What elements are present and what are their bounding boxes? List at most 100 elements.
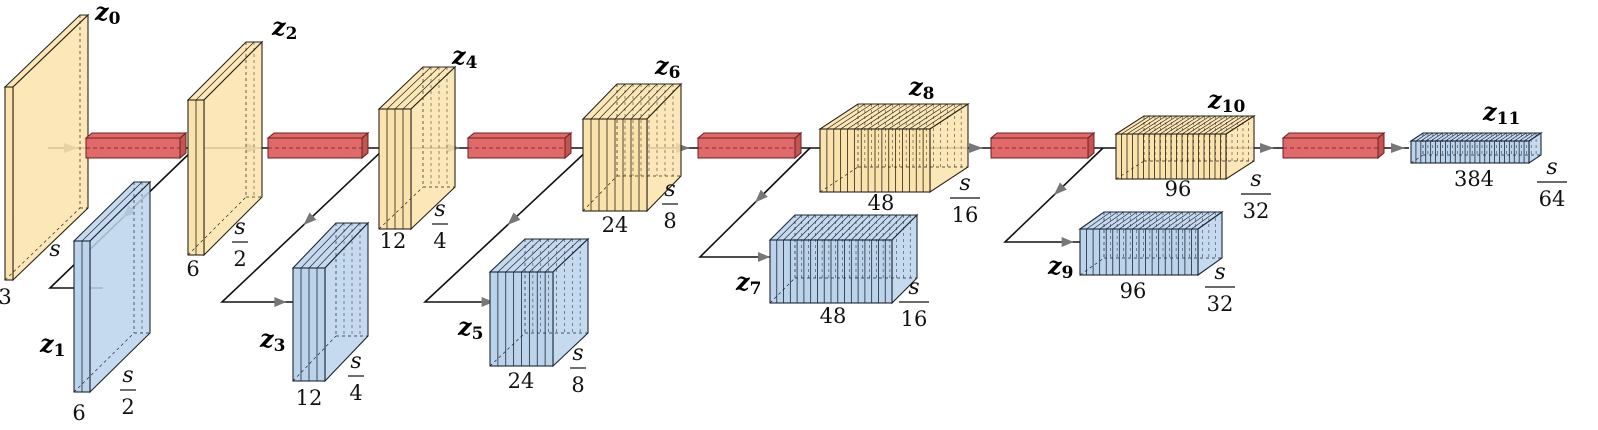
- side-block-z9-slice-line: [1119, 211, 1144, 230]
- encoder-block-z8-slice-line: [922, 103, 962, 130]
- encoder-block-z6-hidden-edge: [582, 175, 618, 212]
- encoder-block-z8-slice-line: [909, 103, 948, 130]
- encoder-block-z10-slice-line: [1187, 115, 1216, 135]
- side-block-z5-slice-line: [497, 238, 534, 273]
- connector-block: [266, 131, 370, 160]
- connector-block-side: [361, 131, 369, 160]
- block-name-label: z5: [457, 312, 483, 344]
- connector-block: [84, 131, 188, 160]
- connector-block: [989, 131, 1096, 160]
- encoder-block-z8-slice-line: [881, 103, 921, 130]
- side-block-z5-slice-line: [544, 238, 581, 273]
- encoder-block-z10-slice-line: [1192, 115, 1222, 135]
- side-block-z9-slice-line: [1092, 211, 1118, 230]
- scale-denominator: 16: [901, 307, 928, 331]
- encoder-block-z8-slice-line: [888, 103, 927, 130]
- connector-block: [1281, 131, 1386, 160]
- connector-block-side: [179, 131, 187, 160]
- encoder-block-z6: [581, 82, 683, 213]
- side-block-z7-slice-line: [884, 214, 911, 241]
- encoder-block-z2-side-face: [203, 40, 263, 257]
- side-block-z1-slice-line: [81, 181, 143, 242]
- encoder-block-z10-slice-line: [1126, 115, 1156, 135]
- encoder-block-z8-slice-line: [833, 103, 872, 130]
- scale-label: s: [49, 237, 60, 262]
- side-block-z9-slice-line: [1151, 211, 1177, 230]
- side-block-z9-slice-line: [1138, 211, 1164, 230]
- channel-count-label: 3: [0, 285, 12, 309]
- final-block-z11-slice-line: [1504, 132, 1517, 142]
- encoder-block-z0-hidden-edge: [4, 207, 81, 281]
- block-name-label: z0: [94, 0, 121, 29]
- block-name-letter: z: [1482, 97, 1498, 126]
- scale-denominator: 32: [1207, 292, 1234, 316]
- final-block-z11-slice-line: [1425, 132, 1438, 142]
- block-name-letter: z: [1047, 251, 1063, 280]
- encoder-block-z0-front-face: [4, 86, 14, 281]
- encoder-block-z10-slice-line: [1159, 115, 1189, 135]
- encoder-block-z10-slice-line: [1203, 115, 1233, 135]
- block-name-subscript: 4: [466, 53, 478, 73]
- block-name-letter: z: [259, 324, 275, 353]
- block-name-label: z7: [735, 267, 761, 299]
- flow-arrowhead: [969, 143, 983, 153]
- flow-arrowhead: [1391, 143, 1405, 153]
- side-block-z3: [291, 221, 370, 383]
- encoder-block-z8-slice-line: [895, 103, 934, 130]
- connector-block-side: [1377, 131, 1385, 160]
- encoder-block-z6-slice-line: [606, 83, 642, 120]
- block-name-label: z3: [259, 324, 285, 356]
- scale-denominator: 4: [433, 229, 446, 253]
- skip-arrowhead: [755, 189, 768, 203]
- final-block-z11-slice-line: [1469, 132, 1483, 142]
- skip-arrowhead: [758, 252, 770, 262]
- final-block-z11-slice-line: [1484, 132, 1497, 142]
- encoder-block-z10-slice-line: [1137, 115, 1167, 135]
- side-block-z5-slice-line: [529, 238, 565, 273]
- scale-numerator: s: [1214, 260, 1225, 285]
- encoder-block-z8-slice-line: [867, 103, 907, 130]
- scale-numerator: s: [572, 341, 583, 366]
- encoder-block-z8-slice-line: [840, 103, 879, 130]
- scale-denominator: 64: [1539, 187, 1566, 211]
- block-name-subscript: 6: [669, 63, 681, 83]
- encoder-block-z8-slice-line: [826, 103, 866, 130]
- scale-denominator: 2: [233, 247, 246, 271]
- side-block-z1: [72, 180, 152, 394]
- side-block-z1-hidden-edge: [73, 332, 135, 393]
- block-name-subscript: 5: [472, 324, 484, 344]
- encoder-block-z6-slice-line: [638, 83, 674, 120]
- side-block-z7-slice-line: [837, 214, 864, 241]
- encoder-block-z4-slice-line: [386, 66, 432, 110]
- encoder-block-z6-slice-line: [590, 83, 626, 120]
- encoder-block-z8-slice-line: [916, 103, 955, 130]
- final-block-z11-slice-line: [1435, 132, 1448, 142]
- channel-count-label: 12: [296, 386, 323, 410]
- side-block-z7-slice-line: [830, 214, 857, 241]
- connector-block-top: [466, 132, 573, 139]
- connector-block-top: [989, 132, 1096, 139]
- final-block-z11-slice-line: [1518, 132, 1532, 142]
- scale-denominator: 8: [663, 209, 676, 233]
- encoder-block-z10-slice-line: [1181, 115, 1211, 135]
- side-block-z9-slice-line: [1171, 211, 1196, 230]
- side-block-z9-slice-line: [1178, 211, 1203, 230]
- side-block-z9-slice-line: [1165, 211, 1190, 230]
- block-name-subscript: 11: [1497, 109, 1521, 129]
- block-name-subscript: 2: [286, 24, 298, 44]
- scale-numerator: s: [1250, 167, 1261, 192]
- side-block-z7-slice-line: [844, 214, 870, 241]
- side-block-z7-slice-line: [864, 214, 891, 241]
- encoder-block-z8-slice-line: [854, 103, 893, 130]
- block-name-label: z2: [271, 12, 297, 44]
- encoder-block-z4-slice-line: [394, 66, 440, 110]
- side-block-z7-slice-line: [857, 214, 884, 241]
- side-block-z5: [488, 237, 590, 368]
- side-block-z7-slice-line: [796, 214, 823, 241]
- side-block-z5-slice-line: [537, 238, 573, 273]
- skip-arrowhead: [1054, 182, 1067, 195]
- scale-numerator: s: [122, 363, 133, 388]
- final-block-z11-slice-line: [1523, 132, 1537, 142]
- side-block-z3-hidden-edge: [292, 335, 337, 382]
- side-block-z7-slice-line: [783, 214, 809, 241]
